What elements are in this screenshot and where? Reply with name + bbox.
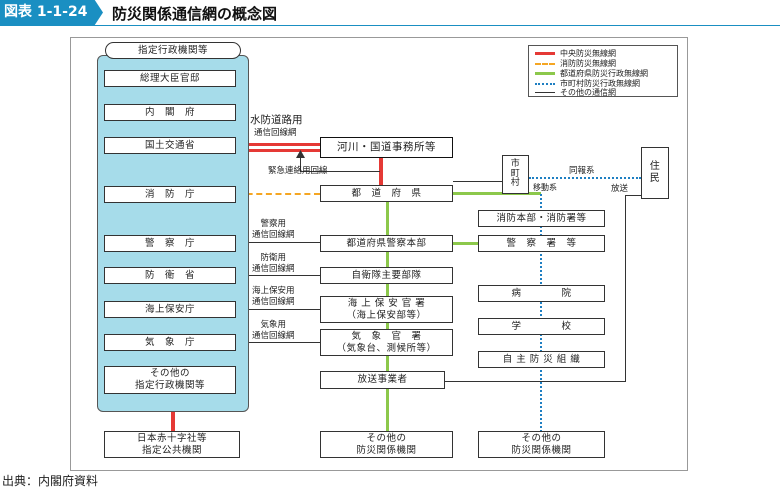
broadcast-label: 放送 [611,184,629,194]
police-station-box: 警 察 署 等 [478,235,605,252]
flood-road-line-bottom [237,149,320,152]
legend-item-other: その他の通信網 [535,87,616,98]
cabinet-office-box: 内 閣 府 [104,104,236,121]
figure-title: 防災関係通信網の概念図 [112,5,278,23]
river-office-box: 河川・国道事務所等 [320,137,453,158]
flood-road-label: 水防道路用 [250,114,303,126]
figure-number-badge: 図表 1-1-24 [0,0,103,25]
prefecture-right-line [453,192,541,195]
residents-box: 住 民 [641,147,669,199]
flood-road-line-top [237,143,320,146]
fire-disaster-line [237,193,320,195]
legend-box: 中央防災無線網 消防防災無線網 都道府県防災行政無線網 市町村防災行政無線網 そ… [528,45,678,97]
legend-item-prefecture: 都道府県防災行政無線網 [535,68,648,79]
legend-swatch-prefecture [535,72,555,75]
defense-line [237,275,320,276]
emergency-arrow-head [296,150,305,158]
diagram-frame [70,37,688,471]
broadcaster-box: 放送事業者 [320,371,445,389]
meteo-line-label: 気象用 通信回線網 [252,320,295,341]
municipality-box: 市 町 村 [502,155,529,194]
municipal-trunk-line [540,194,542,432]
header-rule [0,25,780,26]
emergency-line-horizontal [300,171,380,172]
mlit-box: 国土交通省 [104,137,236,154]
mod-box: 防 衛 省 [104,267,236,284]
broadcast-line-horizontal [445,381,626,382]
legend-swatch-municipal [535,82,555,85]
central-to-prefecture-line [379,158,383,186]
prefecture-to-police-line [453,242,478,245]
prefectural-police-hq-box: 都道府県警察本部 [320,235,453,252]
emergency-line-label: 緊急連絡用回線 [268,166,328,176]
jma-box: 気 象 庁 [104,334,236,351]
legend-item-fire: 消防防災無線網 [535,58,616,69]
other-designated-agencies-box: その他の 指定行政機関等 [104,366,236,394]
other-disaster-orgs-center-box: その他の 防災関係機関 [320,431,453,458]
coast-guard-line-label: 海上保安用 通信回線網 [252,286,295,307]
prefecture-box: 都 道 府 県 [320,185,453,202]
legend-swatch-fire [535,62,555,65]
prefecture-municipality-line [453,181,513,182]
legend-label-municipal: 市町村防災行政無線網 [560,79,640,88]
hospital-box: 病 院 [478,285,605,302]
police-line-label: 警察用 通信回線網 [252,219,295,240]
meteo-line [237,342,320,343]
broadcast-line-vertical [625,195,626,382]
legend-item-municipal: 市町村防災行政無線網 [535,78,640,89]
fdma-box: 消 防 庁 [104,186,236,203]
npa-box: 警 察 庁 [104,235,236,252]
other-disaster-orgs-right-box: その他の 防災関係機関 [478,431,605,458]
legend-swatch-other [535,92,555,93]
school-box: 学 校 [478,318,605,335]
coast-guard-box: 海上保安庁 [104,301,236,318]
police-line [237,242,320,243]
emergency-line-vertical [300,156,301,172]
broadcast-line-top [625,195,641,196]
fire-hq-box: 消防本部・消防署等 [478,210,605,227]
kantei-box: 総理大臣官邸 [104,70,236,87]
designated-agencies-header: 指定行政機関等 [105,42,241,59]
source-note: 出典：内閣府資料 [2,474,99,488]
designated-public-bodies-box: 日本赤十字社等 指定公共機関 [104,431,240,458]
meteo-office-box: 気 象 官 署 （気象台、測候所等） [320,329,453,356]
defense-line-label: 防衛用 通信回線網 [252,253,295,274]
legend-item-central: 中央防災無線網 [535,48,616,59]
coast-guard-line [237,309,320,310]
legend-label-prefecture: 都道府県防災行政無線網 [560,69,648,78]
legend-label-other: その他の通信網 [560,88,616,97]
mobile-label: 移動系 [533,183,557,192]
legend-label-fire: 消防防災無線網 [560,59,616,68]
legend-label-central: 中央防災無線網 [560,49,616,58]
legend-swatch-central [535,52,555,55]
simulcast-label: 同報系 [569,166,595,176]
flood-comm-label: 通信回線網 [254,128,297,138]
municipal-broadcast-line [529,177,641,179]
sdf-hq-box: 自衛隊主要部隊 [320,267,453,284]
coast-guard-office-box: 海 上 保 安 官 署 （海上保安部等） [320,296,453,323]
voluntary-org-box: 自 主 防 災 組 織 [478,351,605,368]
